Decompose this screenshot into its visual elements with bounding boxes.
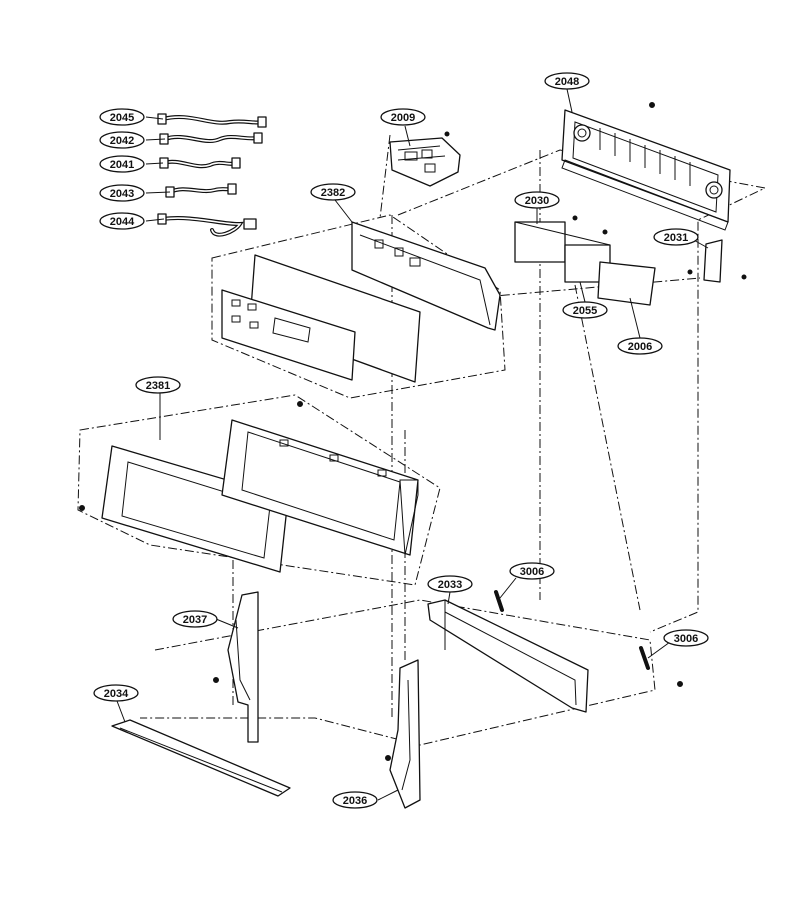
part-2034-rail <box>111 719 291 797</box>
svg-text:2043: 2043 <box>110 188 134 200</box>
outline-rear-chassis <box>397 149 767 633</box>
part-2048-vent <box>561 102 731 231</box>
part-labels: 2045 2042 2041 2043 2044 2009 2382 2048 <box>93 72 709 809</box>
label-2034: 2034 <box>93 684 139 702</box>
label-2041: 2041 <box>99 155 145 173</box>
svg-text:2037: 2037 <box>183 614 207 626</box>
outline-link-6 <box>574 284 641 611</box>
wire-harnesses <box>157 113 267 237</box>
outline-left-frame <box>140 599 656 746</box>
label-2030: 2030 <box>514 191 560 209</box>
part-2382-panel <box>221 254 421 383</box>
svg-text:2009: 2009 <box>391 112 415 124</box>
label-2037: 2037 <box>172 610 218 628</box>
part-2006-plate <box>597 261 693 306</box>
label-2045: 2045 <box>99 108 145 126</box>
label-2382: 2382 <box>310 183 356 201</box>
svg-text:2048: 2048 <box>555 76 579 88</box>
part-3006-springs <box>494 590 683 687</box>
label-2031: 2031 <box>653 228 699 246</box>
svg-text:3006: 3006 <box>674 633 698 645</box>
part-2009-pcb <box>389 131 461 187</box>
label-2048: 2048 <box>544 72 590 90</box>
svg-text:2034: 2034 <box>104 688 129 700</box>
svg-text:2042: 2042 <box>110 135 134 147</box>
svg-text:2033: 2033 <box>438 579 462 591</box>
label-3006-upper: 3006 <box>509 562 555 580</box>
svg-text:2044: 2044 <box>110 216 135 228</box>
svg-text:2031: 2031 <box>664 232 688 244</box>
part-2031-bracket <box>703 239 747 283</box>
leader-lines <box>116 88 709 801</box>
outline-link-3 <box>379 134 391 219</box>
label-2033: 2033 <box>427 575 473 593</box>
label-2009: 2009 <box>380 108 426 126</box>
part-control-housing <box>351 215 608 331</box>
label-3006-lower: 3006 <box>663 629 709 647</box>
svg-text:2041: 2041 <box>110 159 134 171</box>
svg-text:2045: 2045 <box>110 112 134 124</box>
svg-text:2382: 2382 <box>321 187 345 199</box>
part-2033-crossmember <box>427 599 589 713</box>
label-2042: 2042 <box>99 131 145 149</box>
label-2043: 2043 <box>99 184 145 202</box>
svg-text:3006: 3006 <box>520 566 544 578</box>
outline-panel-assembly <box>211 214 506 399</box>
outline-control-assembly <box>77 394 441 586</box>
svg-text:2030: 2030 <box>525 195 549 207</box>
label-2055: 2055 <box>562 301 608 319</box>
svg-text:2036: 2036 <box>343 795 367 807</box>
svg-text:2055: 2055 <box>573 305 597 317</box>
assembly-outlines <box>77 134 767 746</box>
label-2044: 2044 <box>99 212 145 230</box>
svg-text:2006: 2006 <box>628 341 652 353</box>
part-2037-bracket <box>213 591 259 743</box>
label-2006: 2006 <box>617 337 663 355</box>
part-2030-bracket <box>514 221 611 283</box>
part-2036-bracket <box>385 659 421 809</box>
svg-text:2381: 2381 <box>146 380 170 392</box>
label-2381: 2381 <box>135 376 181 394</box>
part-control-frame <box>221 401 419 556</box>
label-2036: 2036 <box>332 791 378 809</box>
